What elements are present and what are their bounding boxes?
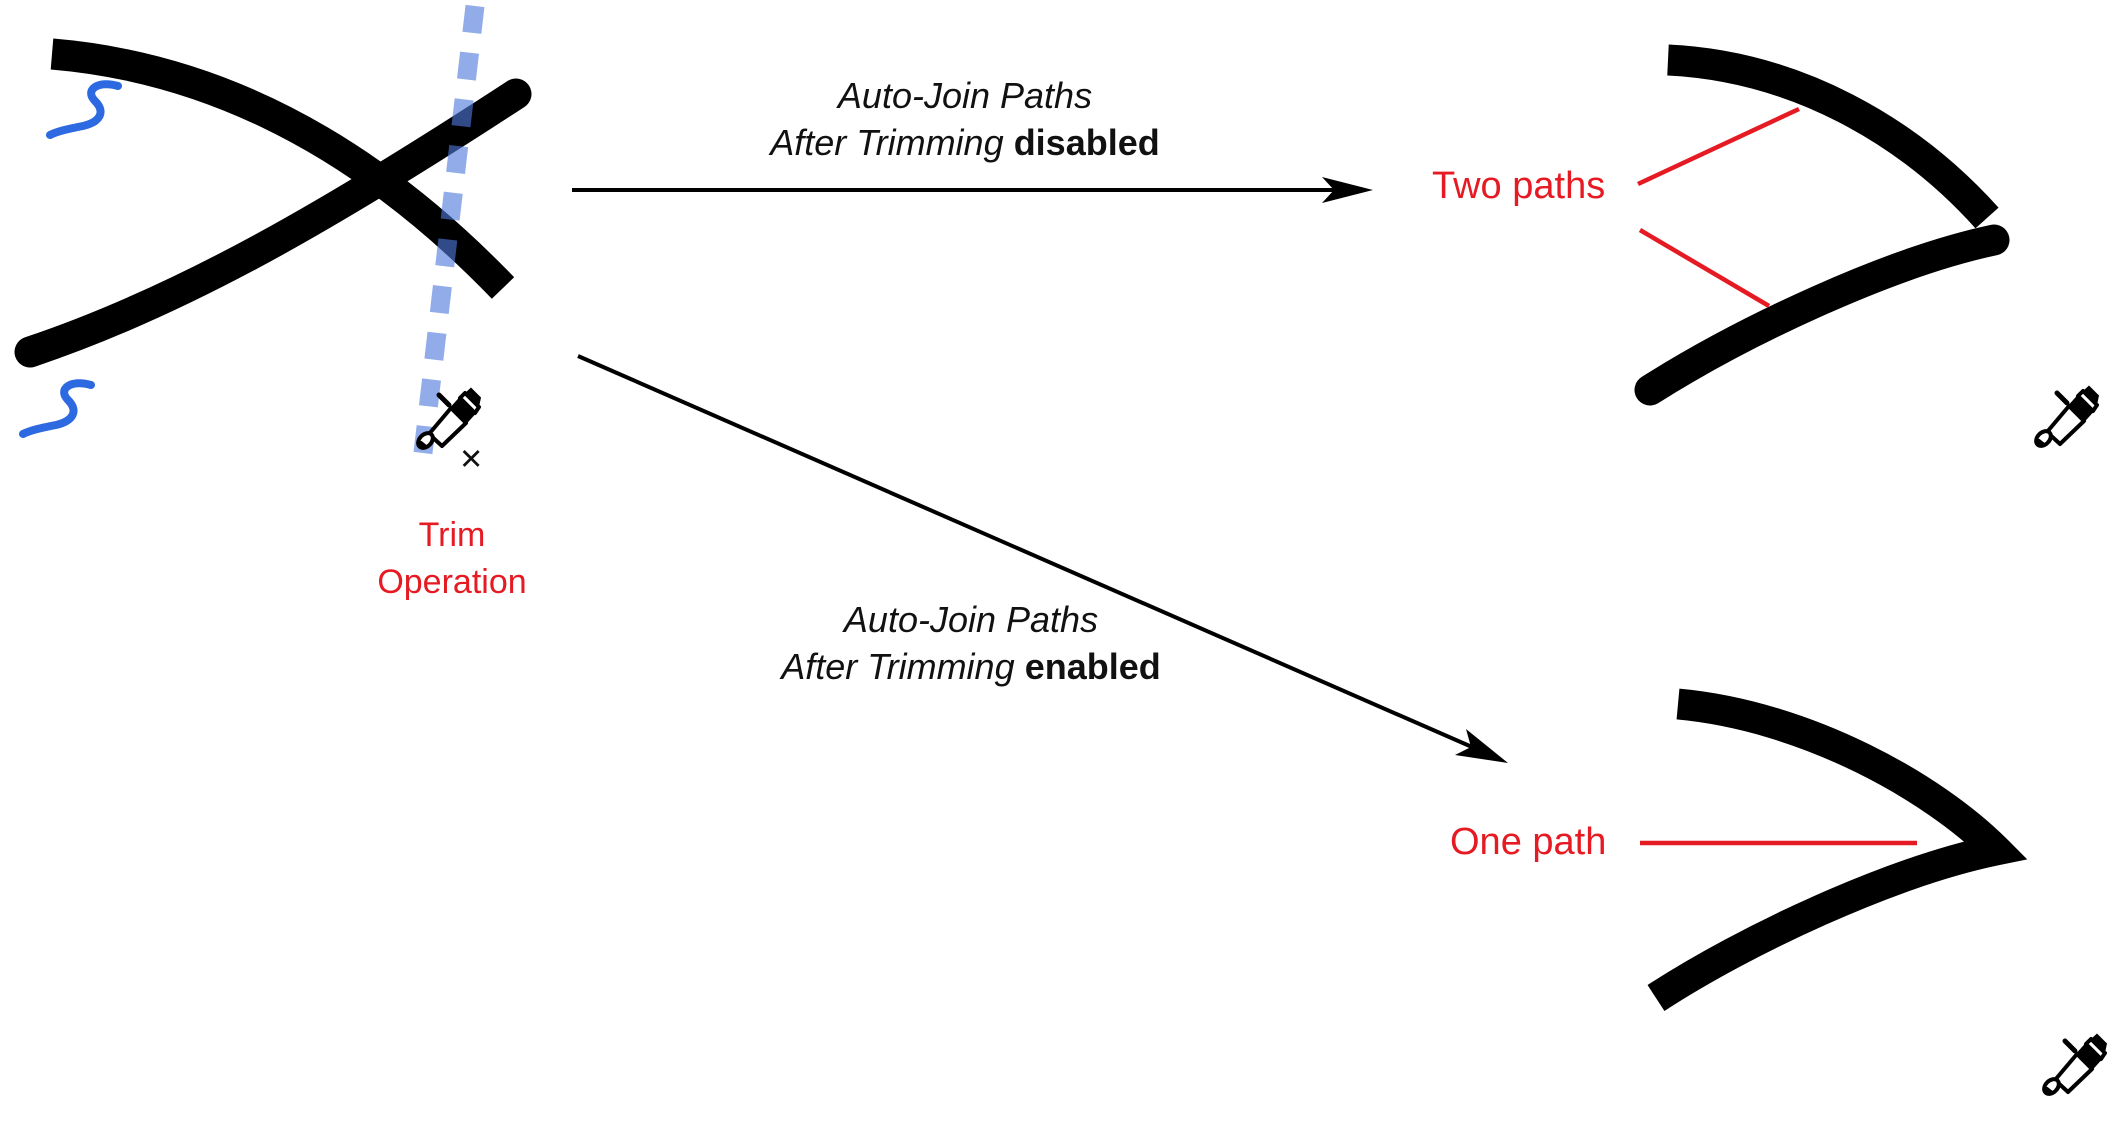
label-enabled-line2-italic: After Trimming: [781, 646, 1015, 687]
label-enabled-line1: Auto-Join Paths: [843, 599, 1099, 640]
label-one-path: One path: [1450, 821, 1607, 863]
label-trim-operation-line1: Trim: [418, 516, 486, 554]
marker-tool-cursor-icon: [2033, 386, 2099, 449]
trim-guide-dashed-line: [411, 4, 485, 472]
label-two-paths: Two paths: [1432, 165, 1606, 207]
original-stroke-lower: [14, 78, 532, 368]
two-paths-leader-upper: [1637, 106, 1800, 187]
label-trim-operation-line2: Operation: [377, 563, 527, 601]
cursor-modifier-x: ✕: [459, 442, 484, 476]
two-paths-leader-lower: [1638, 228, 1771, 308]
label-disabled-line2-bold: disabled: [1013, 122, 1160, 163]
calligraphy-s-mark-bottom: [19, 379, 95, 438]
result-two-paths-upper: [1667, 44, 1999, 229]
arrow-enabled-head: [1455, 729, 1508, 763]
arrow-disabled-head: [1322, 177, 1373, 203]
label-disabled-line1: Auto-Join Paths: [837, 75, 1093, 116]
label-disabled-line2-italic: After Trimming: [770, 122, 1004, 163]
calligraphy-s-mark-top: [46, 80, 122, 139]
marker-tool-cursor-icon: [2041, 1034, 2107, 1097]
original-stroke-upper: [50, 38, 515, 299]
result-two-paths-lower: [1634, 224, 2010, 406]
label-enabled-line2-bold: enabled: [1024, 646, 1161, 687]
arrow-enabled-line: [577, 354, 1473, 749]
label-trim-operation: Trim Operation: [302, 512, 602, 606]
result-one-path: [1647, 688, 2028, 1011]
